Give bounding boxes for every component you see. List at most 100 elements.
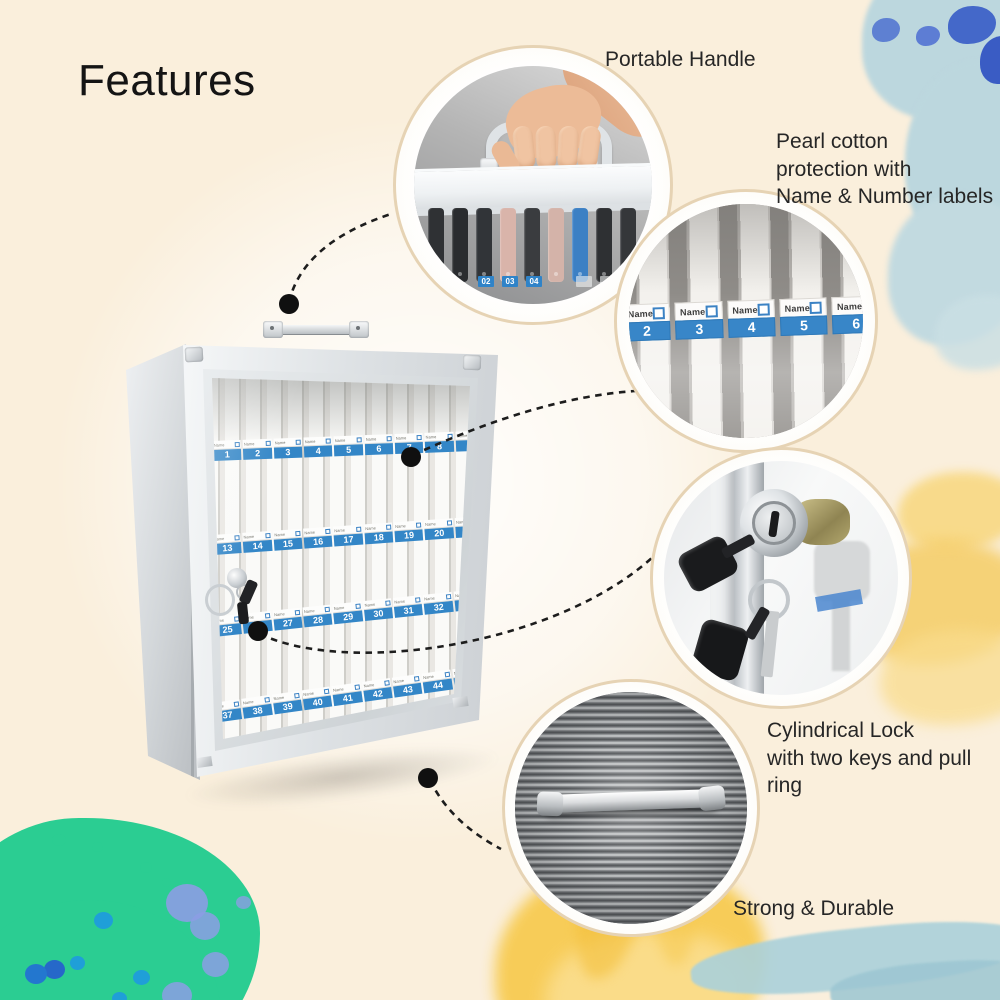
cabinet-lock-with-keys xyxy=(205,562,275,642)
checkbox-icon xyxy=(809,301,823,314)
cabinet-glass-door: Name1Name2Name3Name4Name5Name6Name7Name8… xyxy=(212,378,483,739)
page-title: Features xyxy=(78,56,256,105)
callout-cylindrical-lock xyxy=(650,447,912,709)
blue-speck xyxy=(133,970,150,985)
key xyxy=(236,601,250,625)
lock-photo xyxy=(664,461,898,695)
corner-bracket xyxy=(196,756,213,768)
green-speck xyxy=(162,878,171,887)
label-line: protection with xyxy=(776,157,912,181)
name-strip: Name xyxy=(727,299,775,319)
checkbox-icon xyxy=(506,587,511,592)
corner-cap xyxy=(184,346,204,363)
phone xyxy=(452,208,468,282)
pull-ring xyxy=(205,584,235,616)
handle-bar xyxy=(271,325,361,334)
checkbox-icon xyxy=(705,304,718,318)
phone xyxy=(572,208,588,282)
hand-finger xyxy=(535,125,557,171)
handle-mount xyxy=(263,321,283,338)
hand-finger xyxy=(556,125,580,171)
glass-reflection xyxy=(212,378,470,739)
green-speck xyxy=(92,842,103,852)
periwinkle-blob xyxy=(162,982,192,1000)
checkbox-icon xyxy=(757,302,770,316)
checkbox-icon xyxy=(476,590,481,595)
name-strip: Name xyxy=(629,302,671,323)
number-bar: 6 xyxy=(832,313,863,335)
number-bar: 3 xyxy=(675,319,724,340)
name-strip: Name xyxy=(831,295,863,316)
slot-name-strip: Name xyxy=(482,661,511,674)
label-cylindrical-lock: Cylindrical Lock with two keys and pull … xyxy=(767,717,1000,800)
periwinkle-blob xyxy=(202,952,229,977)
corner-bracket xyxy=(452,696,469,708)
checkbox-icon xyxy=(652,306,666,319)
phone xyxy=(428,208,444,282)
yellow-splash-right xyxy=(898,472,1000,550)
label-pearl-cotton: Pearl cotton protection with Name & Numb… xyxy=(776,128,993,211)
blue-speck xyxy=(94,912,113,929)
slot-number: 10 xyxy=(486,438,515,450)
phone xyxy=(548,208,564,282)
checkbox-icon xyxy=(507,516,512,521)
slot-number: 22 xyxy=(485,523,514,536)
lock-cylinder xyxy=(740,489,808,557)
checkbox-icon xyxy=(474,667,480,673)
checkbox-icon xyxy=(477,518,482,523)
slot-name-strip: Name xyxy=(485,514,514,525)
periwinkle-blob xyxy=(190,912,220,940)
cabinet-front-frame: Name1Name2Name3Name4Name5Name6Name7Name8… xyxy=(183,345,498,777)
label-line: Cylindrical Lock xyxy=(767,719,915,742)
slot-name-strip: Name xyxy=(484,586,513,598)
number-bar: 2 xyxy=(629,320,672,342)
phone xyxy=(596,208,612,282)
name-strip: Name xyxy=(779,297,828,318)
lock-cylinder xyxy=(227,568,247,588)
phone xyxy=(500,208,516,282)
callout-strong-durable xyxy=(502,679,760,937)
checkbox-icon xyxy=(478,432,483,437)
label-line: with two keys and pull ring xyxy=(767,746,972,798)
blue-speck xyxy=(44,960,65,979)
handle-photo: 02 03 04 xyxy=(414,66,652,304)
slot-number: 46 xyxy=(483,670,513,685)
slot-number-tag: 02 xyxy=(478,276,494,287)
blue-speck xyxy=(25,964,47,984)
ribbed-panel-photo xyxy=(515,692,747,924)
slot-name-strip: Name xyxy=(486,429,515,439)
slot-number: 34 xyxy=(484,594,513,608)
slot-tag-blank xyxy=(600,276,616,287)
name-strip: Name xyxy=(674,301,723,321)
phone xyxy=(524,208,540,282)
blue-speck xyxy=(112,992,127,1000)
slot-number-tag: 04 xyxy=(526,276,542,287)
checkbox-icon xyxy=(504,663,510,669)
corner-cap xyxy=(462,354,482,371)
dark-blue-speck xyxy=(980,36,1000,84)
number-bar: 4 xyxy=(727,317,776,338)
label-portable-handle: Portable Handle xyxy=(605,48,756,71)
green-speck xyxy=(52,834,66,846)
blue-speck xyxy=(70,956,85,970)
yellow-splash-right xyxy=(880,630,1000,725)
number-bar: 5 xyxy=(779,315,828,337)
label-strong-durable: Strong & Durable xyxy=(733,897,895,920)
green-speck xyxy=(140,862,152,873)
handle-mount xyxy=(349,321,369,338)
cabinet-top-handle xyxy=(263,318,369,344)
phone xyxy=(476,208,492,282)
periwinkle-blob xyxy=(236,896,251,909)
slot-number-tag: 03 xyxy=(502,276,518,287)
